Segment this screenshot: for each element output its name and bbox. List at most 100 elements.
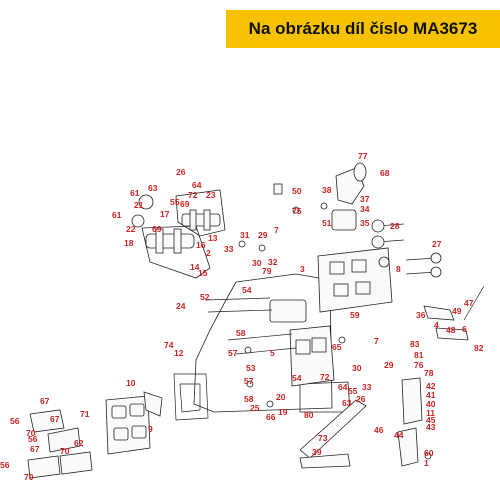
part-label-67: 67 — [40, 396, 50, 406]
part-label-65: 65 — [332, 342, 342, 352]
part-label-69: 69 — [152, 224, 162, 234]
part-label-57: 57 — [244, 376, 254, 386]
gear-lower — [131, 214, 145, 228]
part-label-30: 30 — [352, 363, 362, 373]
head-cover — [317, 247, 393, 313]
part-label-29: 29 — [384, 360, 394, 370]
part-label-52: 52 — [200, 292, 210, 302]
crankcase-cover — [105, 395, 151, 455]
part-label-72: 72 — [320, 372, 330, 382]
part-label-22: 22 — [126, 224, 136, 234]
part-label-1: 1 — [424, 458, 429, 468]
rocker-arm — [423, 305, 455, 321]
part-label-34: 34 — [360, 204, 370, 214]
part-label-31: 31 — [240, 230, 250, 240]
part-label-4: 4 — [434, 320, 439, 330]
part-label-58: 58 — [236, 328, 246, 338]
part-label-53: 53 — [246, 363, 256, 373]
part-label-12: 12 — [174, 348, 184, 358]
intake-flange — [331, 209, 357, 231]
bolt — [227, 333, 293, 341]
part-label-48: 48 — [446, 325, 456, 335]
part-label-24: 24 — [176, 301, 186, 311]
fastener — [292, 206, 300, 214]
part-label-18: 18 — [124, 238, 134, 248]
part-label-60: 60 — [424, 448, 434, 458]
gear-upper — [138, 194, 154, 210]
part-label-78: 78 — [424, 368, 434, 378]
part-label-36: 36 — [416, 310, 426, 320]
cylinder-head — [289, 325, 335, 387]
part-label-19: 19 — [278, 407, 288, 417]
part-label-49: 49 — [452, 306, 462, 316]
outline-upper-group — [175, 189, 226, 237]
part-label-81: 81 — [414, 350, 424, 360]
part-label-41: 41 — [426, 390, 436, 400]
part-label-28: 28 — [390, 221, 400, 231]
part-label-62: 62 — [74, 438, 84, 448]
part-label-55: 55 — [170, 197, 180, 207]
part-label-66: 66 — [266, 412, 276, 422]
part-label-73: 73 — [318, 433, 328, 443]
part-label-42: 42 — [426, 381, 436, 391]
part-label-7: 7 — [374, 336, 379, 346]
valves-upper — [371, 219, 405, 249]
clip-set — [27, 409, 93, 479]
part-label-25: 25 — [250, 403, 260, 413]
fastener — [320, 202, 328, 210]
bolt — [207, 309, 273, 313]
part-label-58: 58 — [244, 394, 254, 404]
part-label-10: 10 — [126, 378, 136, 388]
part-label-68: 68 — [380, 168, 390, 178]
part-label-26: 26 — [356, 394, 366, 404]
part-label-8: 8 — [396, 264, 401, 274]
part-label-43: 43 — [426, 422, 436, 432]
fastener — [258, 244, 266, 252]
part-label-67: 67 — [30, 444, 40, 454]
part-label-64: 64 — [338, 382, 348, 392]
part-label-75: 75 — [292, 206, 302, 216]
rocker-arm — [435, 327, 469, 341]
bolt — [235, 347, 297, 355]
part-label-26: 26 — [176, 167, 186, 177]
part-label-76: 76 — [414, 360, 424, 370]
part-label-70: 70 — [24, 472, 34, 482]
part-label-55: 55 — [348, 386, 358, 396]
part-label-61: 61 — [130, 188, 140, 198]
gasket-inner — [179, 383, 201, 413]
part-label-37: 37 — [360, 194, 370, 204]
fastener — [266, 400, 274, 408]
part-label-67: 67 — [50, 414, 60, 424]
part-label-33: 33 — [362, 382, 372, 392]
part-label-9: 9 — [148, 424, 153, 434]
chain-guide — [299, 399, 367, 459]
bracket — [397, 427, 419, 467]
part-label-72: 72 — [188, 190, 198, 200]
part-label-7: 7 — [274, 225, 279, 235]
rocker-shaft — [463, 285, 485, 321]
part-label-70: 70 — [26, 428, 36, 438]
part-label-47: 47 — [464, 298, 474, 308]
part-label-83: 83 — [410, 339, 420, 349]
part-label-80: 80 — [304, 410, 314, 420]
part-label-54: 54 — [242, 285, 252, 295]
bolt — [205, 297, 271, 301]
fastener — [244, 346, 252, 354]
cover-bracket — [143, 391, 163, 417]
part-label-50: 50 — [292, 186, 302, 196]
gasket — [173, 373, 209, 421]
part-label-70: 70 — [60, 446, 70, 456]
intake-clamp — [353, 162, 367, 182]
part-label-30: 30 — [252, 258, 262, 268]
sensor — [273, 183, 283, 195]
banner-text: Na obrázku díl číslo MA3673 — [248, 19, 478, 38]
camshaft-upper — [181, 209, 221, 231]
part-label-29: 29 — [258, 230, 268, 240]
part-label-6: 6 — [462, 324, 467, 334]
part-label-27: 27 — [432, 239, 442, 249]
part-label-35: 35 — [360, 218, 370, 228]
part-label-63: 63 — [148, 183, 158, 193]
part-label-59: 59 — [350, 310, 360, 320]
chain-guide-small — [299, 453, 351, 469]
